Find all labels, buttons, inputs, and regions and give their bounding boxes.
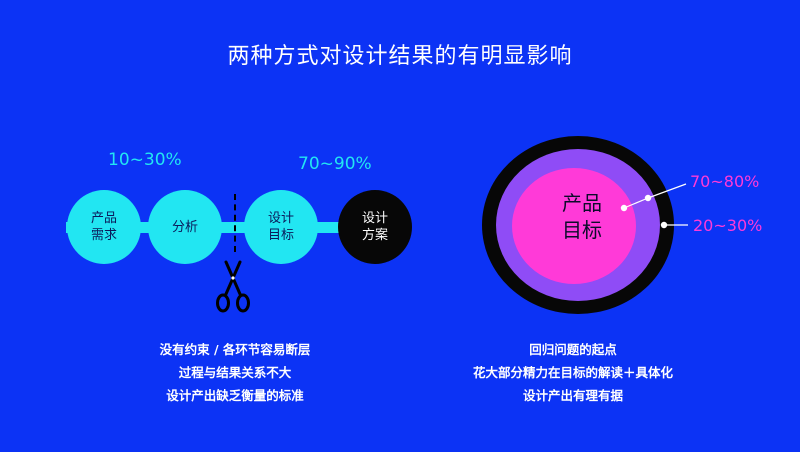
inner-core: [512, 168, 636, 284]
scissors-icon: [216, 260, 250, 313]
process-node-design-solution: 设计 方案: [338, 190, 412, 264]
left-caption-line: 设计产出缺乏衡量的标准: [166, 388, 304, 403]
concentric-target-diagram: [482, 136, 674, 314]
percent-label-left: 10~30%: [108, 150, 182, 170]
right-caption-line: 花大部分精力在目标的解读＋具体化: [472, 365, 673, 380]
right-caption-line: 设计产出有理有据: [522, 388, 623, 403]
page-title: 两种方式对设计结果的有明显影响: [227, 44, 573, 69]
left-caption: 没有约束 / 各环节容易断层 过程与结果关系不大 设计产出缺乏衡量的标准: [120, 338, 350, 407]
center-label-product-goal: 产品 目标: [562, 191, 602, 242]
process-node-analysis: 分析: [148, 190, 222, 264]
cut-dashed-line: [234, 194, 236, 252]
process-node-product-requirement: 产品 需求: [67, 190, 141, 264]
right-caption: 回归问题的起点 花大部分精力在目标的解读＋具体化 设计产出有理有据: [448, 338, 698, 407]
percent-label-right: 70~90%: [298, 154, 372, 174]
left-caption-line: 没有约束 / 各环节容易断层: [159, 342, 311, 357]
inner-percent-label: 70~80%: [690, 172, 760, 191]
pointer-lines: [620, 183, 688, 229]
right-caption-line: 回归问题的起点: [529, 342, 617, 357]
process-node-design-goal: 设计 目标: [244, 190, 318, 264]
outer-percent-label: 20~30%: [693, 216, 763, 235]
left-caption-line: 过程与结果关系不大: [178, 365, 292, 380]
